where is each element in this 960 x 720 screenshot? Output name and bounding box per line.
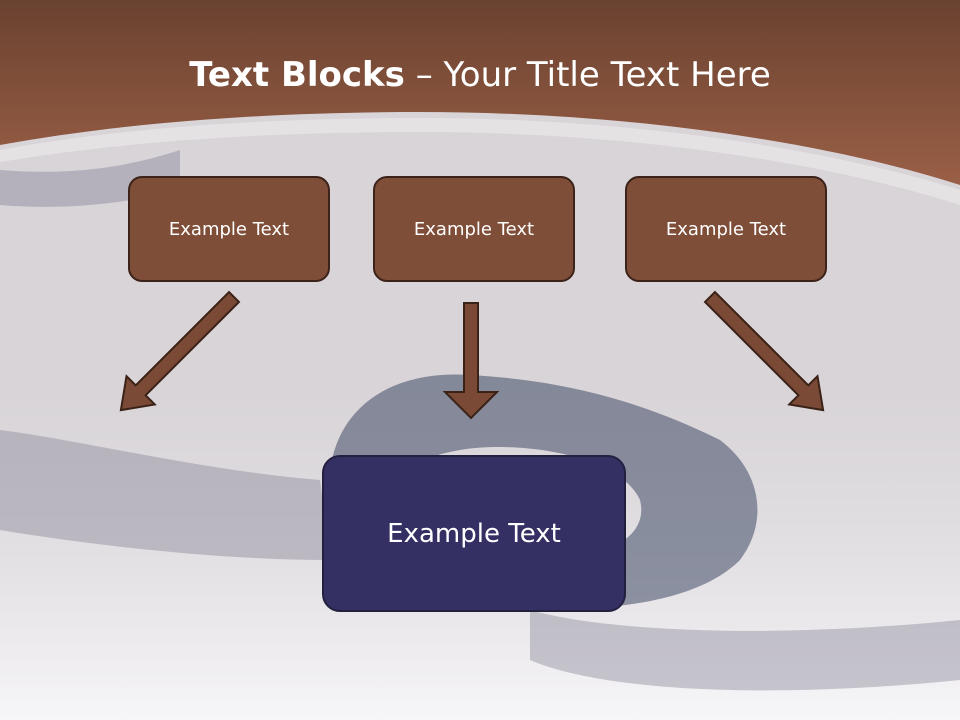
text-block-right-label: Example Text — [665, 218, 787, 240]
text-block-left[interactable]: Example Text — [128, 176, 330, 282]
puzzle-shadow-left — [0, 430, 330, 560]
title-bold: Text Blocks — [189, 55, 405, 95]
text-block-center[interactable]: Example Text — [373, 176, 575, 282]
text-block-left-label: Example Text — [168, 218, 290, 240]
text-block-center-label: Example Text — [413, 218, 535, 240]
title-dash: – — [404, 55, 444, 95]
down-left-arrow-icon — [703, 290, 825, 412]
puzzle-edge-right — [530, 610, 960, 691]
down-right-arrow-icon — [119, 290, 241, 412]
header-band — [0, 0, 960, 185]
text-block-target-label: Example Text — [387, 518, 561, 549]
puzzle-knob — [330, 374, 758, 610]
down-arrow-icon — [442, 302, 500, 420]
slide-title: Text Blocks – Your Title Text Here — [0, 52, 960, 98]
header-curve-highlight — [0, 118, 960, 205]
text-block-right[interactable]: Example Text — [625, 176, 827, 282]
title-rest: Your Title Text Here — [443, 55, 771, 95]
text-block-target[interactable]: Example Text — [322, 455, 626, 612]
